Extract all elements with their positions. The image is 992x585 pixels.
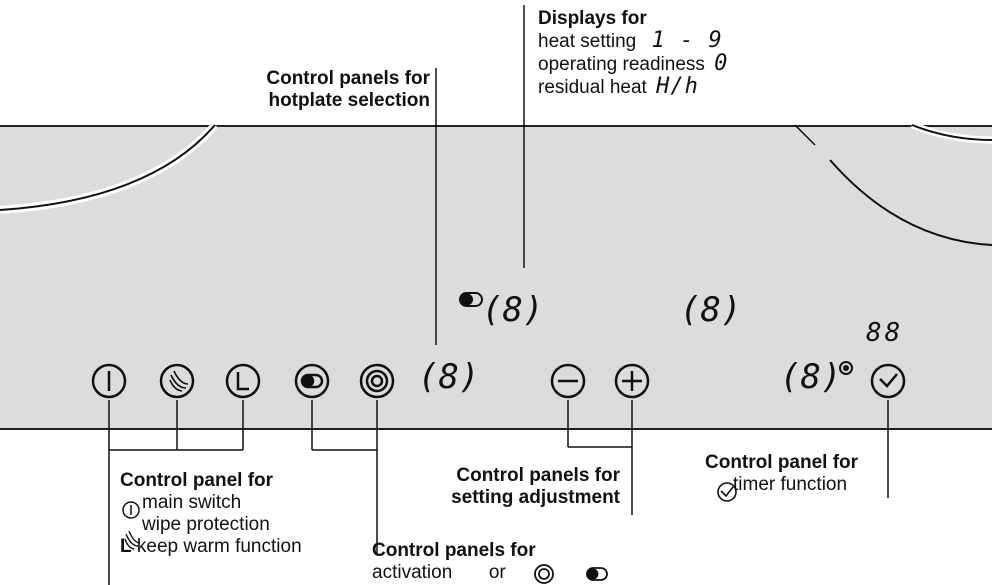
hotplate-right-inner-edge <box>911 124 992 141</box>
wipe-legend-icon <box>124 530 141 550</box>
displays-line3-symbol: H/h <box>656 74 699 99</box>
cooktop-panel <box>0 125 992 430</box>
minus-button <box>550 363 586 399</box>
activation-text: activation <box>372 562 453 583</box>
callout-main-panel: Control panel for main switch wipe prote… <box>120 470 302 558</box>
displays-line1-text: heat setting <box>538 31 637 52</box>
adjust-line2: setting adjustment <box>451 487 620 508</box>
plus-button <box>614 363 650 399</box>
main-switch-legend-icon <box>122 501 140 519</box>
main-panel-item3-text: keep warm function <box>136 536 302 557</box>
timer-heading: Control panel for <box>705 452 859 473</box>
main-panel-item1: main switch <box>142 492 242 513</box>
callout-setting-adjustment: Control panels for setting adjustment <box>420 465 620 509</box>
activation-dual-legend-icon <box>534 564 554 584</box>
timer-button <box>870 363 906 399</box>
displays-heading: Displays for <box>538 8 647 29</box>
hotplate-display-right-upper: (8) <box>680 290 742 330</box>
main-panel-item2: wipe protection <box>142 514 270 535</box>
displays-line2-text: operating readiness <box>538 54 705 75</box>
hotplate-line2: hotplate selection <box>268 90 430 111</box>
main-switch-button <box>91 363 127 399</box>
callout-hotplate-selection: Control panels for hotplate selection <box>246 68 430 112</box>
displays-line3-text: residual heat <box>538 77 647 98</box>
hotplate-right-outer <box>829 159 992 246</box>
indicator-dual-circuit-icon <box>459 292 483 307</box>
activation-small-legend-icon <box>586 567 608 581</box>
keep-warm-button <box>225 363 261 399</box>
timer-legend-icon <box>717 482 737 502</box>
main-panel-heading: Control panel for <box>120 470 274 491</box>
bracket-main-panel <box>108 400 244 585</box>
callout-timer: Control panel for timer function <box>705 452 858 496</box>
hotplate-display-upper: (8) <box>482 290 544 330</box>
bracket-activation <box>311 400 378 555</box>
adjust-line1: Control panels for <box>456 465 620 486</box>
main-panel-item3-symbol: L <box>120 536 132 557</box>
displays-line1-symbol: 1 - 9 <box>651 28 723 53</box>
indicator-dot-icon <box>839 361 853 375</box>
activation-or: or <box>488 562 506 583</box>
hotplate-display-left: (8) <box>418 357 480 397</box>
activation-heading: Control panels for <box>372 540 536 561</box>
hotplate-line1: Control panels for <box>266 68 430 89</box>
timer-text: timer function <box>733 474 848 495</box>
callout-displays: Displays for heat setting 1 - 9 operatin… <box>538 8 728 99</box>
callout-activation: Control panels for activation or <box>372 540 536 584</box>
activation-small-button <box>294 363 330 399</box>
hotplate-left-edge <box>0 124 216 211</box>
bracket-adjust <box>567 400 633 515</box>
hotplate-right-inner <box>910 121 992 144</box>
wipe-protection-button <box>159 363 195 399</box>
hotplate-left-outline <box>0 122 219 214</box>
displays-line2-symbol: 0 <box>714 51 729 76</box>
activation-dual-button <box>359 363 395 399</box>
hotplate-display-right-lower: (8) <box>780 357 842 397</box>
timer-display: 88 <box>866 318 904 348</box>
